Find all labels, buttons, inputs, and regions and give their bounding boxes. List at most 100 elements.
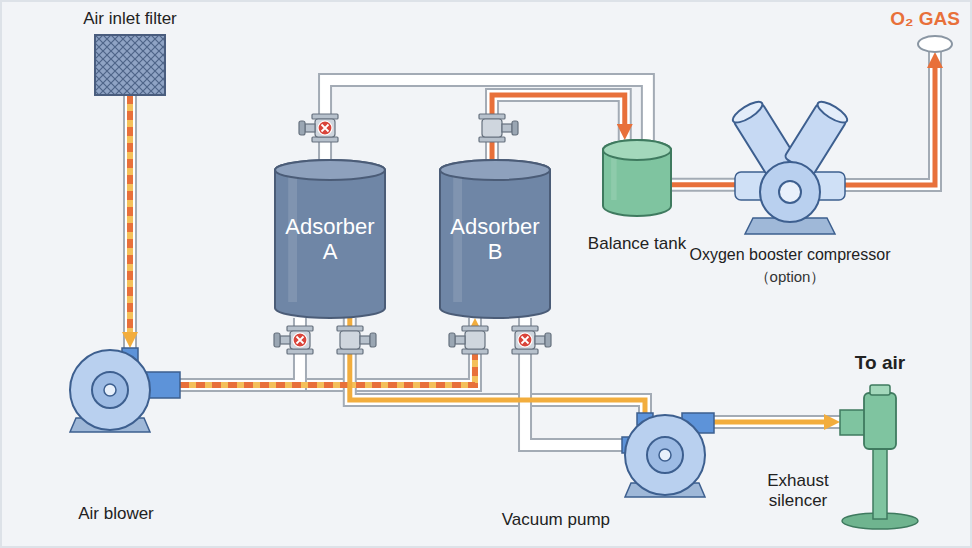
part-label: Adsorber A: [282, 214, 378, 265]
flow-connector: [130, 95, 131, 332]
flow-line: [180, 334, 475, 385]
flow-dash: [127, 95, 133, 332]
pipe: [350, 318, 645, 413]
node-outline: [840, 385, 920, 530]
pipe-bore: [125, 95, 135, 348]
gas-outlet: O₂ GAS: [918, 36, 952, 52]
part-label: Air inlet filter: [83, 9, 177, 29]
pipe-wall: [671, 178, 735, 192]
pipe: [845, 52, 935, 185]
silencer-body: [864, 393, 896, 449]
fan-ring: [92, 372, 128, 408]
compressor-hub: [779, 181, 801, 203]
filter-mesh: [95, 35, 165, 95]
flow-connector: [714, 421, 824, 422]
flow-dash: [180, 334, 475, 385]
vessel-body: [440, 160, 550, 318]
fan-hub: [659, 449, 671, 461]
flow-connector: [180, 334, 475, 385]
flow-line: [350, 318, 645, 413]
vessel-shine: [611, 154, 616, 200]
pipe: [714, 421, 840, 422]
node-outline: [95, 35, 165, 95]
pipe-bore: [180, 318, 300, 385]
vessel-top: [275, 160, 385, 180]
adsorber-vessel: Adsorber A: [275, 160, 385, 318]
part-label: O₂ GAS: [890, 8, 960, 30]
node-outline: [622, 413, 714, 497]
silencer-cap: [870, 385, 890, 395]
part-label: Air blower: [78, 504, 154, 524]
part-label: Balance tank: [588, 234, 686, 254]
pipe-bore: [350, 318, 645, 413]
flow-lines: [130, 68, 935, 445]
pipe-wall: [714, 415, 840, 429]
vacuum-pump: Vacuum pump: [622, 413, 714, 497]
flow-line: [845, 68, 935, 185]
flow-connector: [180, 318, 300, 385]
node-outline: [603, 140, 671, 216]
part-label: Oxygen booster compressor: [690, 246, 891, 264]
pipe-wall: [123, 95, 137, 348]
vessel-top: [603, 140, 671, 160]
pipe-bore: [325, 80, 648, 160]
part-label: Exhaust silencer: [758, 471, 838, 510]
pipe-bore: [845, 52, 935, 185]
vessel-body: [603, 140, 671, 216]
node-outline: [68, 348, 180, 432]
silencer-inlet: [840, 410, 866, 435]
shut-valve: [299, 114, 338, 142]
part-note: （option）: [755, 268, 826, 285]
fan-ring: [647, 437, 683, 473]
pipe-opening: [918, 36, 952, 52]
pipe: [671, 184, 735, 185]
air-inlet-filter: Air inlet filter: [95, 35, 165, 95]
fan-casing: [625, 415, 705, 495]
cylinder-head: [730, 98, 765, 126]
flow-line: [127, 95, 133, 332]
air-blower: Air blower: [68, 348, 180, 432]
flow-note: To air: [840, 352, 920, 374]
vessel-body: [275, 160, 385, 318]
exhaust-silencer: Exhaust silencer: [840, 385, 920, 530]
pipe-bore: [671, 180, 735, 190]
part-label: Vacuum pump: [502, 510, 610, 530]
flow-connector: [325, 80, 648, 160]
node-outline: [918, 36, 952, 52]
shut-valve: [274, 326, 313, 354]
flow-connector: [845, 68, 935, 185]
pipe-wall: [350, 318, 645, 413]
silencer-stem: [873, 445, 887, 519]
fan-casing: [70, 350, 150, 430]
balance-tank: Balance tank: [603, 140, 671, 216]
pipe: [325, 80, 648, 160]
pipe: [130, 95, 131, 348]
flow-line: [180, 318, 300, 385]
open-valve: [337, 326, 376, 354]
pipe-bore: [714, 417, 840, 427]
pipe-wall: [180, 318, 300, 385]
flow-line: [671, 182, 735, 187]
booster-compressor: Oxygen booster compressor（option）: [735, 100, 845, 240]
open-valve: [449, 326, 488, 354]
pipe: [180, 318, 475, 385]
flow-line: [714, 419, 824, 424]
cylinder-head: [815, 98, 850, 126]
pipe-bore: [180, 318, 475, 385]
compressor-crank: [760, 162, 820, 222]
flow-line: [325, 80, 648, 160]
fan-hub: [104, 384, 116, 396]
flow-connector: [671, 184, 735, 185]
node-outline: [735, 100, 845, 240]
pipe-wall: [845, 52, 935, 185]
open-valve: [479, 114, 518, 142]
pipe: [180, 318, 300, 385]
flow-connector: [350, 318, 645, 413]
shut-valve: [512, 326, 551, 354]
pipe-wall: [325, 80, 648, 160]
vessel-top: [440, 160, 550, 180]
